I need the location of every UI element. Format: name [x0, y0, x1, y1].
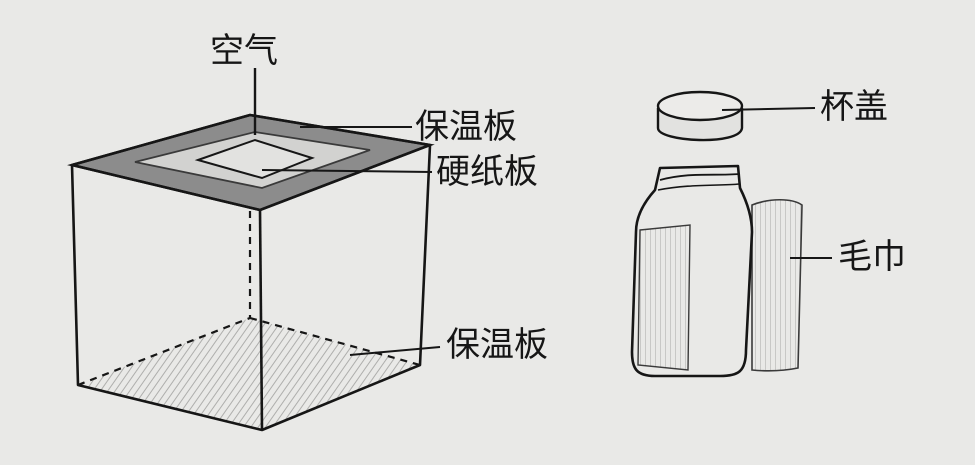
jar-lid [656, 90, 744, 142]
label-bottom-insulation-board: 保温板 [446, 325, 548, 365]
label-lid: 杯盖 [820, 87, 888, 127]
towel-front-strip [637, 224, 691, 371]
jar-thread [659, 173, 741, 181]
cardboard-square [194, 138, 315, 180]
bottom-board-leader-line [349, 346, 441, 356]
box-visible-edges [70, 113, 432, 432]
jar-thread-2 [657, 183, 741, 191]
label-cardboard: 硬纸板 [436, 152, 538, 192]
jar-assembly [630, 90, 832, 378]
lid-leader-line [721, 107, 816, 111]
label-top-insulation-board: 保温板 [415, 107, 517, 147]
insulated-box [67, 68, 441, 432]
towel-shape [751, 198, 803, 372]
cardboard-leader-line [261, 169, 433, 173]
label-air: 空气 [210, 31, 278, 71]
label-towel: 毛巾 [838, 237, 906, 277]
bottom-insulation-board [78, 318, 420, 430]
jar-body [630, 164, 754, 378]
